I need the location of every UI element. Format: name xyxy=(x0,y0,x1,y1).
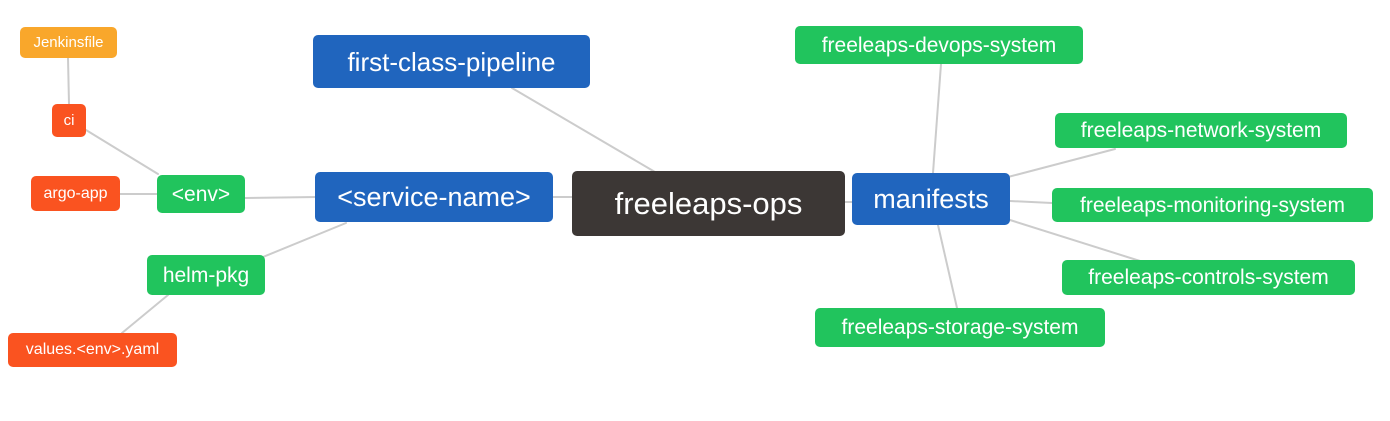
node-freeleaps-monitoring-system[interactable]: freeleaps-monitoring-system xyxy=(1052,188,1373,222)
node-manifests[interactable]: manifests xyxy=(852,173,1010,225)
edge-pipeline-root xyxy=(511,87,656,173)
edge-helm-pkg-service-name xyxy=(262,222,347,258)
edge-values-helm-pkg xyxy=(121,294,169,334)
edge-manifests-monitoring xyxy=(1009,200,1053,204)
node-first-class-pipeline[interactable]: first-class-pipeline xyxy=(313,35,590,88)
edge-manifests-controls xyxy=(1009,219,1141,262)
edge-env-service-name xyxy=(244,196,318,199)
node-env[interactable]: <env> xyxy=(157,175,245,213)
node-freeleaps-network-system[interactable]: freeleaps-network-system xyxy=(1055,113,1347,148)
node-freeleaps-controls-system[interactable]: freeleaps-controls-system xyxy=(1062,260,1355,295)
edge-jenkinsfile-ci xyxy=(67,57,70,105)
edge-manifests-devops xyxy=(932,63,942,174)
node-service-name[interactable]: <service-name> xyxy=(315,172,553,222)
node-freeleaps-storage-system[interactable]: freeleaps-storage-system xyxy=(815,308,1105,347)
node-values-env-yaml[interactable]: values.<env>.yaml xyxy=(8,333,177,367)
node-root-freeleaps-ops[interactable]: freeleaps-ops xyxy=(572,171,845,236)
node-argo-app[interactable]: argo-app xyxy=(31,176,120,211)
edge-manifests-storage xyxy=(937,224,958,309)
node-ci[interactable]: ci xyxy=(52,104,86,137)
node-jenkinsfile[interactable]: Jenkinsfile xyxy=(20,27,117,58)
edge-ci-env xyxy=(85,129,159,175)
node-helm-pkg[interactable]: helm-pkg xyxy=(147,255,265,295)
edge-manifests-network xyxy=(1007,148,1116,178)
node-freeleaps-devops-system[interactable]: freeleaps-devops-system xyxy=(795,26,1083,64)
